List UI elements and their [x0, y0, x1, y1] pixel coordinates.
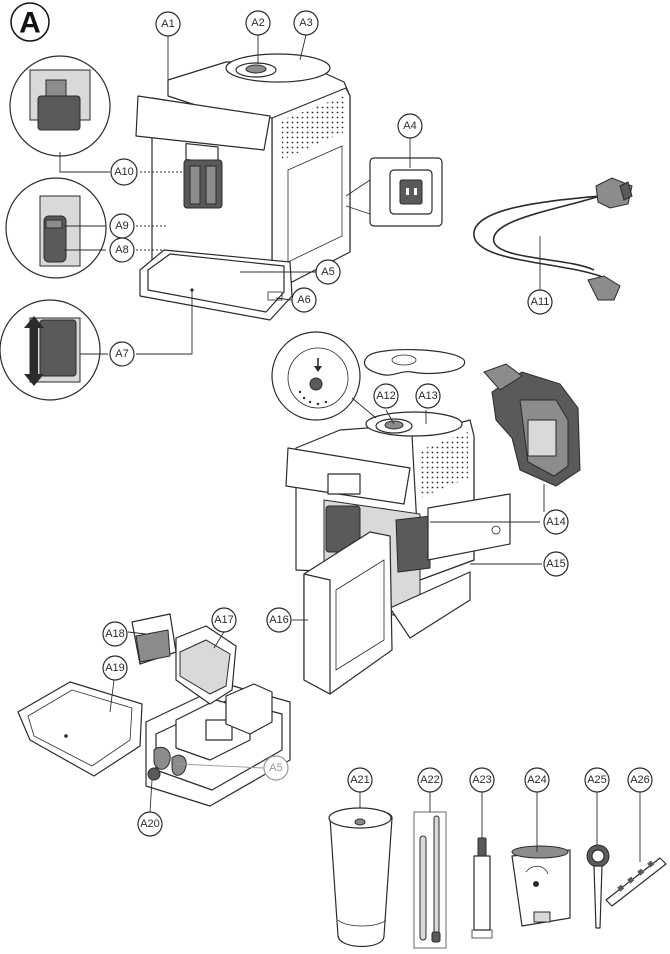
grease-tube — [471, 837, 493, 939]
callout-A23-label: A23 — [472, 774, 492, 786]
power-socket-inset — [345, 157, 443, 227]
callout-A3: A3 — [293, 10, 319, 36]
connector-detail-inset — [5, 177, 107, 279]
callout-A5-label: A5 — [321, 266, 334, 278]
cleaning-pins — [413, 811, 447, 949]
callout-A13-label: A13 — [418, 390, 438, 402]
callout-A19-label: A19 — [105, 662, 125, 674]
spout-detail-inset — [9, 55, 111, 173]
callout-A6: A6 — [291, 287, 317, 313]
callout-A12: A12 — [373, 383, 399, 409]
callout-A5-tray: A5 — [263, 755, 289, 781]
callout-A20-label: A20 — [140, 818, 160, 830]
callout-A7: A7 — [109, 341, 135, 367]
callout-A8-label: A8 — [115, 244, 128, 256]
callout-A9-label: A9 — [115, 220, 128, 232]
callout-A16-label: A16 — [269, 614, 289, 626]
callout-A21-label: A21 — [350, 774, 370, 786]
callout-A17: A17 — [211, 607, 237, 633]
callout-A3-label: A3 — [299, 17, 312, 29]
callout-A4: A4 — [397, 113, 423, 139]
callout-A14-label: A14 — [546, 516, 566, 528]
callout-A26: A26 — [627, 767, 653, 793]
callout-A19: A19 — [102, 655, 128, 681]
callout-A5-tray-label: A5 — [269, 762, 282, 774]
callout-A9: A9 — [109, 213, 135, 239]
callout-A22-label: A22 — [420, 774, 440, 786]
leader-lines — [64, 34, 641, 862]
callout-A8: A8 — [109, 237, 135, 263]
drip-tray-assembly — [17, 613, 291, 807]
callout-A13: A13 — [415, 383, 441, 409]
main-machine — [135, 53, 351, 321]
callout-A4-label: A4 — [403, 120, 416, 132]
top-lid-removed — [363, 349, 465, 376]
callout-A20: A20 — [137, 811, 163, 837]
milk-jug — [328, 807, 393, 947]
callout-A2-label: A2 — [251, 17, 264, 29]
callout-A15: A15 — [543, 551, 569, 577]
callout-A10-label: A10 — [114, 166, 134, 178]
callout-A15-label: A15 — [546, 558, 566, 570]
power-cord — [473, 177, 633, 301]
section-badge: A — [10, 2, 50, 42]
callout-A10: A10 — [110, 158, 138, 186]
callout-A23: A23 — [469, 767, 495, 793]
callout-A21: A21 — [347, 767, 373, 793]
callout-A5: A5 — [315, 259, 341, 285]
callout-A17-label: A17 — [214, 614, 234, 626]
callout-A2: A2 — [245, 10, 271, 36]
callout-A24-label: A24 — [527, 774, 547, 786]
callout-A26-label: A26 — [630, 774, 650, 786]
callout-A11-label: A11 — [531, 296, 550, 308]
callout-A11: A11 — [527, 289, 553, 315]
section-letter: A — [19, 7, 41, 40]
callout-A22: A22 — [417, 767, 443, 793]
callout-A25-label: A25 — [587, 774, 607, 786]
callout-A25: A25 — [584, 767, 610, 793]
water-hardness-test-strip — [605, 857, 667, 907]
height-adjust-inset — [0, 299, 101, 401]
callout-A18-label: A18 — [105, 628, 125, 640]
open-machine — [285, 411, 511, 695]
callout-A6-label: A6 — [297, 294, 310, 306]
callout-A1: A1 — [155, 11, 181, 37]
callout-A7-label: A7 — [115, 348, 128, 360]
callout-A18: A18 — [102, 621, 128, 647]
callout-A16: A16 — [266, 607, 292, 633]
brew-group — [483, 363, 581, 487]
callout-A14: A14 — [543, 509, 569, 535]
callout-A24: A24 — [524, 767, 550, 793]
measuring-spoon — [586, 844, 610, 929]
grind-dial-inset — [271, 331, 377, 421]
water-filter — [511, 845, 571, 927]
callout-A1-label: A1 — [161, 18, 174, 30]
callout-A12-label: A12 — [376, 390, 396, 402]
